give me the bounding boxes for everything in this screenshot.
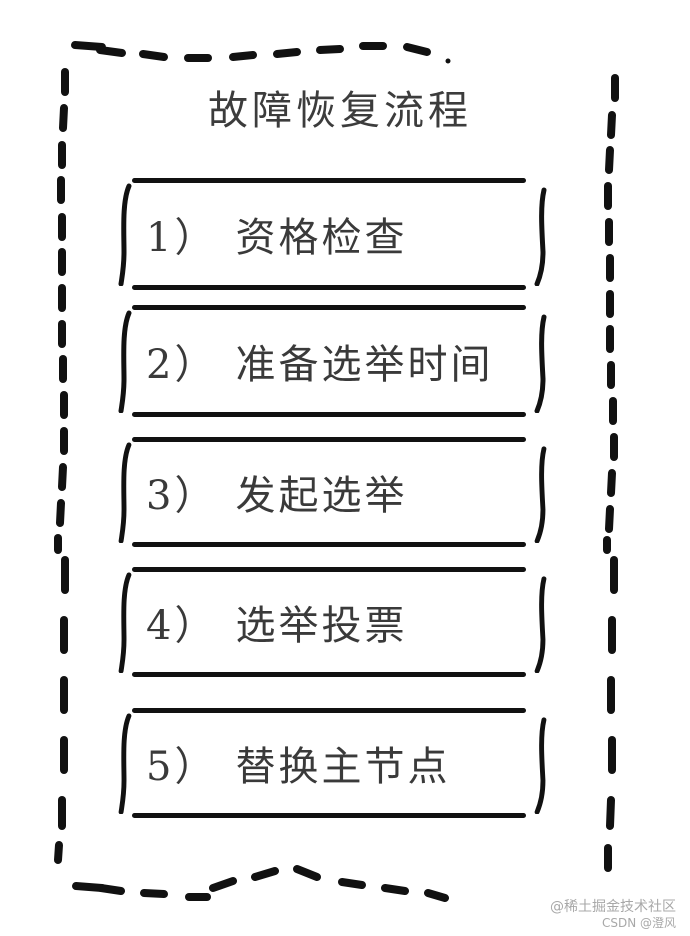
- right-bracket-icon: [534, 314, 547, 413]
- step-box-5: 5）替换主节点: [118, 708, 548, 818]
- step-box-1: 1）资格检查: [118, 178, 548, 290]
- step-label: 4）选举投票: [146, 603, 408, 649]
- watermark-juejin: @稀土掘金技术社区: [550, 899, 676, 915]
- box-top-line: [132, 567, 526, 572]
- left-bracket-icon: [118, 442, 132, 543]
- box-top-line: [132, 437, 526, 442]
- box-top-line: [132, 708, 526, 713]
- box-bottom-line: [132, 285, 526, 290]
- right-bracket-icon: [534, 576, 547, 673]
- box-bottom-line: [132, 542, 526, 547]
- step-label: 2）准备选举时间: [146, 342, 494, 388]
- box-bottom-line: [132, 412, 526, 417]
- box-top-line: [132, 305, 526, 310]
- box-bottom-line: [132, 813, 526, 818]
- step-label: 5）替换主节点: [146, 744, 451, 790]
- left-bracket-icon: [118, 572, 132, 673]
- box-top-line: [132, 178, 526, 183]
- left-bracket-icon: [118, 713, 132, 814]
- step-label: 3）发起选举: [146, 473, 408, 519]
- right-bracket-icon: [534, 446, 547, 543]
- right-bracket-icon: [534, 717, 547, 814]
- watermark-csdn: CSDN @澄风: [601, 916, 676, 930]
- step-box-4: 4）选举投票: [118, 567, 548, 677]
- left-bracket-icon: [118, 310, 132, 413]
- box-bottom-line: [132, 672, 526, 677]
- step-label: 1）资格检查: [146, 215, 408, 261]
- step-box-2: 2）准备选举时间: [118, 305, 548, 417]
- step-box-3: 3）发起选举: [118, 437, 548, 547]
- left-bracket-icon: [118, 183, 132, 286]
- right-bracket-icon: [534, 187, 547, 286]
- diagram-title: 故障恢复流程: [208, 88, 472, 134]
